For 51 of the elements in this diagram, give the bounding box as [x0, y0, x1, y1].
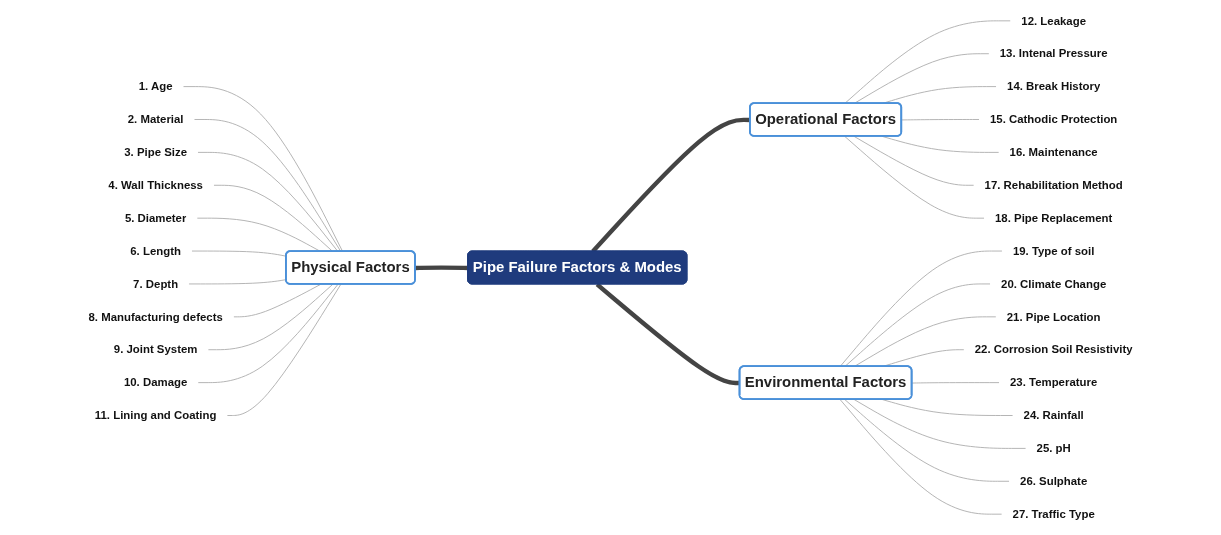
node-text: 24. Rainfall: [1023, 408, 1084, 422]
connector: [839, 399, 1003, 515]
node-text: 2. Material: [127, 112, 184, 126]
node-text: 20. Climate Change: [1001, 277, 1107, 291]
node-text: 5. Diameter: [124, 211, 187, 225]
node-text: 27. Traffic Type: [1012, 507, 1095, 521]
node-text: 16. Maintenance: [1009, 145, 1098, 159]
node-text: 15. Cathodic Protection: [989, 112, 1118, 126]
connector: [839, 250, 1003, 368]
connector: [901, 119, 980, 121]
connector: [193, 119, 342, 252]
connector: [232, 283, 322, 318]
node-text: 11. Lining and Coating: [94, 408, 217, 422]
node-text: 3. Pipe Size: [124, 145, 187, 159]
connector: [197, 283, 339, 384]
node-text: 1. Age: [138, 79, 173, 93]
node-text: 4. Wall Thickness: [108, 178, 203, 192]
connector: [853, 316, 997, 368]
node-text: 9. Joint System: [113, 342, 198, 357]
node-text: 19. Type of soil: [1012, 244, 1095, 258]
node-text: 14. Break History: [1007, 79, 1101, 93]
node-text: 8. Manufacturing defects: [88, 310, 223, 324]
connector: [415, 265, 469, 271]
node-text: 10. Damage: [123, 375, 188, 389]
node-text: 7. Depth: [133, 277, 179, 291]
connector: [207, 283, 334, 351]
node-text: 12. Leakage: [1021, 14, 1086, 28]
connector: [844, 20, 1012, 104]
connector: [197, 151, 339, 252]
connector: [213, 184, 334, 252]
connector: [853, 135, 975, 186]
node-text: 25. pH: [1036, 441, 1071, 455]
connector: [844, 135, 985, 219]
node-text: 17. Rehabilitation Method: [984, 178, 1123, 192]
connector: [226, 283, 342, 416]
connector: [911, 382, 1000, 384]
node-text: 6. Length: [130, 244, 181, 258]
connector: [881, 135, 1000, 153]
connector: [844, 283, 991, 368]
node-text: 22. Corrosion Soil Resistivity: [974, 342, 1133, 357]
node-text: 13. Intenal Pressure: [999, 46, 1108, 61]
node-text: 18. Pipe Replacement: [995, 211, 1113, 225]
node-text: 26. Sulphate: [1020, 474, 1088, 488]
connector: [844, 399, 1010, 482]
connector: [182, 86, 344, 252]
connector: [188, 279, 287, 285]
connector: [595, 282, 740, 386]
node-text: 23. Temperature: [1010, 375, 1098, 389]
node-text: 21. Pipe Location: [1006, 310, 1101, 324]
connector: [853, 399, 1027, 449]
connector: [853, 53, 990, 104]
